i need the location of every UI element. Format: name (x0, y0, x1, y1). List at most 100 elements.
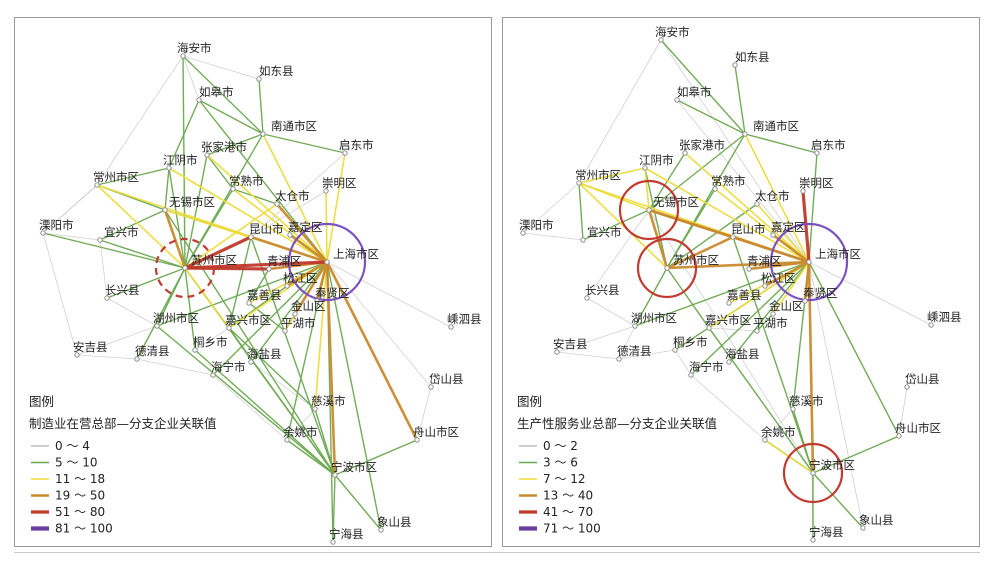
city-node (896, 433, 902, 439)
connection-edge (556, 325, 636, 353)
city-label-haiyan: 海盐县 (725, 347, 760, 361)
connection-edge (731, 235, 811, 264)
connection-edge (136, 267, 186, 360)
city-label-anji: 安吉县 (553, 337, 588, 351)
connection-edge (666, 188, 716, 269)
city-node (746, 266, 752, 272)
city-label-nantong: 南通市区 (753, 119, 799, 133)
connection-edge (676, 99, 746, 135)
connection-edge (228, 236, 252, 329)
connection-edge (586, 297, 636, 327)
city-node (448, 324, 454, 330)
connection-edge (728, 261, 810, 363)
connection-edge (647, 208, 735, 239)
connection-edge (763, 260, 811, 288)
city-label-qingpu: 青浦区 (267, 254, 302, 268)
connection-edge (732, 236, 814, 474)
right-network-svg: 海安市如东县如皋市南通市区启东市张家港市江阴市常熟市常州市区崇明区太仓市无锡市区… (517, 25, 962, 543)
city-node (154, 323, 160, 329)
connection-edge (578, 167, 646, 184)
city-node (726, 359, 732, 365)
city-label-jinshan: 金山区 (769, 299, 804, 313)
connection-edge (325, 260, 419, 442)
city-label-xiangshan: 象山县 (859, 513, 894, 527)
connection-edge (690, 261, 810, 376)
city-node (642, 165, 648, 171)
legend-title: 图例 (517, 394, 542, 409)
city-label-changxing: 长兴县 (105, 283, 140, 297)
city-node (632, 323, 638, 329)
legend-item-label: 3 ～ 6 (543, 456, 578, 470)
connection-edge (168, 99, 200, 169)
connection-edge (194, 349, 336, 476)
city-node (266, 266, 272, 272)
connection-edge (248, 302, 286, 332)
city-node (428, 384, 434, 390)
connection-edge (644, 167, 668, 269)
city-node (314, 298, 320, 304)
city-node (97, 237, 103, 243)
connection-edge (522, 232, 584, 241)
city-label-zhoushan: 舟山市区 (413, 425, 459, 439)
city-label-jiaxing: 嘉兴市区 (705, 313, 751, 327)
connection-edge (326, 261, 382, 531)
connection-edge (898, 386, 908, 437)
city-label-kunshan: 昆山市 (249, 222, 284, 236)
connection-edge (666, 203, 758, 269)
connection-edge (156, 261, 328, 327)
connection-edge (326, 261, 432, 388)
legend-item-label: 13 ～ 40 (543, 489, 593, 503)
city-node (204, 152, 210, 158)
connection-edge (660, 39, 746, 135)
legend-item-label: 11 ～ 18 (55, 472, 105, 486)
city-label-changzhou: 常州市区 (93, 170, 139, 184)
connection-edge (262, 133, 328, 263)
city-label-ninghai: 宁海县 (329, 527, 364, 541)
city-label-jinshan: 金山区 (291, 299, 326, 313)
connection-edge (164, 167, 170, 211)
connection-edge (194, 327, 230, 351)
connection-edge (228, 327, 316, 410)
connection-edge (315, 260, 329, 303)
city-node (192, 347, 198, 353)
city-label-haiyan: 海盐县 (247, 347, 282, 361)
city-node (672, 347, 678, 353)
connection-edge (665, 235, 735, 270)
city-node (554, 349, 560, 355)
connection-edge (250, 152, 346, 238)
city-label-ningbo: 宁波市区 (809, 458, 855, 472)
connection-edge (807, 260, 815, 475)
connection-edge (634, 261, 810, 327)
city-label-taicang: 太仓市 (275, 189, 310, 203)
city-node (414, 437, 420, 443)
connection-edge (618, 349, 676, 360)
city-label-yixing: 宜兴市 (104, 225, 139, 239)
node-group: 海安市如东县如皋市南通市区启东市张家港市江阴市常熟市常州市区崇明区太仓市无锡市区… (39, 41, 482, 545)
connection-edge (156, 325, 336, 476)
city-label-ningbo: 宁波市区 (331, 460, 377, 474)
ningbo-highlight-circle (782, 442, 844, 504)
city-node (646, 207, 652, 213)
city-label-shengsi: 嵊泗县 (927, 310, 962, 324)
city-node (800, 188, 806, 194)
city-label-huzhou: 湖州市区 (153, 311, 199, 325)
city-node (814, 150, 820, 156)
connection-edge (258, 78, 264, 135)
connection-edge (184, 203, 278, 269)
connection-edge (42, 232, 101, 241)
connection-edge (99, 239, 108, 299)
connection-edge (206, 154, 328, 263)
city-label-chongming: 崇明区 (799, 176, 834, 190)
connection-edge (801, 189, 811, 264)
city-node (658, 37, 664, 43)
city-label-daishan: 岱山县 (429, 372, 464, 386)
city-node (762, 437, 768, 443)
connection-edge (182, 55, 186, 269)
connection-edge (136, 358, 214, 376)
city-node (904, 384, 910, 390)
city-node (378, 527, 384, 533)
city-node (726, 300, 732, 306)
connection-edge (42, 232, 186, 269)
city-node (284, 283, 290, 289)
